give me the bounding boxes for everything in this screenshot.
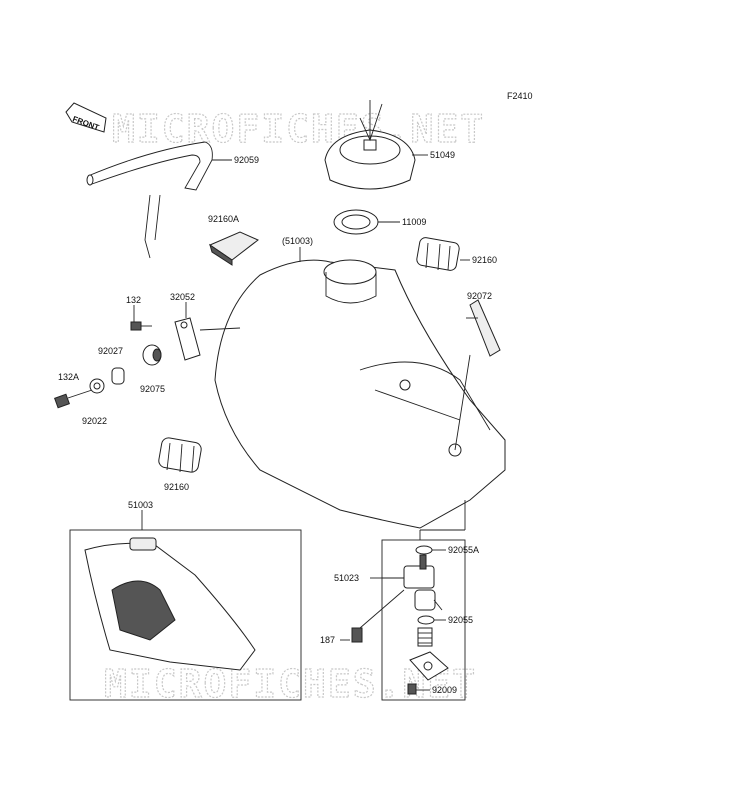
label-92022: 92022 [82, 416, 107, 426]
bolt-132 [130, 321, 152, 331]
label-32052: 32052 [170, 292, 195, 302]
label-92075: 92075 [140, 384, 165, 394]
label-92055: 92055 [448, 615, 473, 625]
filter-92160-left [158, 437, 202, 473]
front-arrow-icon: FRONT [65, 102, 107, 133]
fuel-tank-51003 [214, 259, 506, 529]
strap-92072 [466, 299, 501, 357]
damper-92075 [142, 344, 162, 366]
label-51003: 51003 [128, 500, 153, 510]
bolt-187 [351, 589, 405, 643]
hose-92059 [86, 141, 213, 259]
label-187: 187 [320, 635, 335, 645]
label-92160A: 92160A [208, 214, 239, 224]
fuel-cap-51049 [324, 100, 416, 190]
label-92055A: 92055A [448, 545, 479, 555]
label-92160-left: 92160 [164, 482, 189, 492]
label-92072: 92072 [467, 291, 492, 301]
label-92027: 92027 [98, 346, 123, 356]
label-51049: 51049 [430, 150, 455, 160]
fuel-cock-51023 [403, 554, 443, 611]
inset-box [69, 529, 302, 701]
o-ring-92055 [417, 615, 435, 625]
fuel-cock-box [381, 539, 466, 701]
label-132A: 132A [58, 372, 79, 382]
screw-92009 [407, 683, 417, 695]
washer-92022 [89, 378, 105, 394]
label-92160-right: 92160 [472, 255, 497, 265]
watermark-top: MICROFICHES.NET [112, 107, 485, 151]
gasket-11009 [333, 209, 379, 235]
o-ring-92055A [415, 545, 433, 555]
collar-92027 [111, 367, 125, 385]
tank-decal-inset [84, 537, 256, 671]
label-132: 132 [126, 295, 141, 305]
cover-plate [409, 651, 449, 681]
label-51023: 51023 [334, 573, 359, 583]
label-92059: 92059 [234, 155, 259, 165]
bolt-132A [54, 389, 93, 409]
diagram-code: F2410 [507, 91, 533, 101]
label-51003-bracketed: (51003) [282, 236, 313, 246]
label-11009: 11009 [402, 217, 426, 227]
filter-92160-right [416, 237, 460, 271]
screen-spring [417, 627, 433, 647]
cushion-92160A [208, 231, 259, 266]
bracket-32052 [174, 317, 201, 361]
label-92009: 92009 [432, 685, 457, 695]
